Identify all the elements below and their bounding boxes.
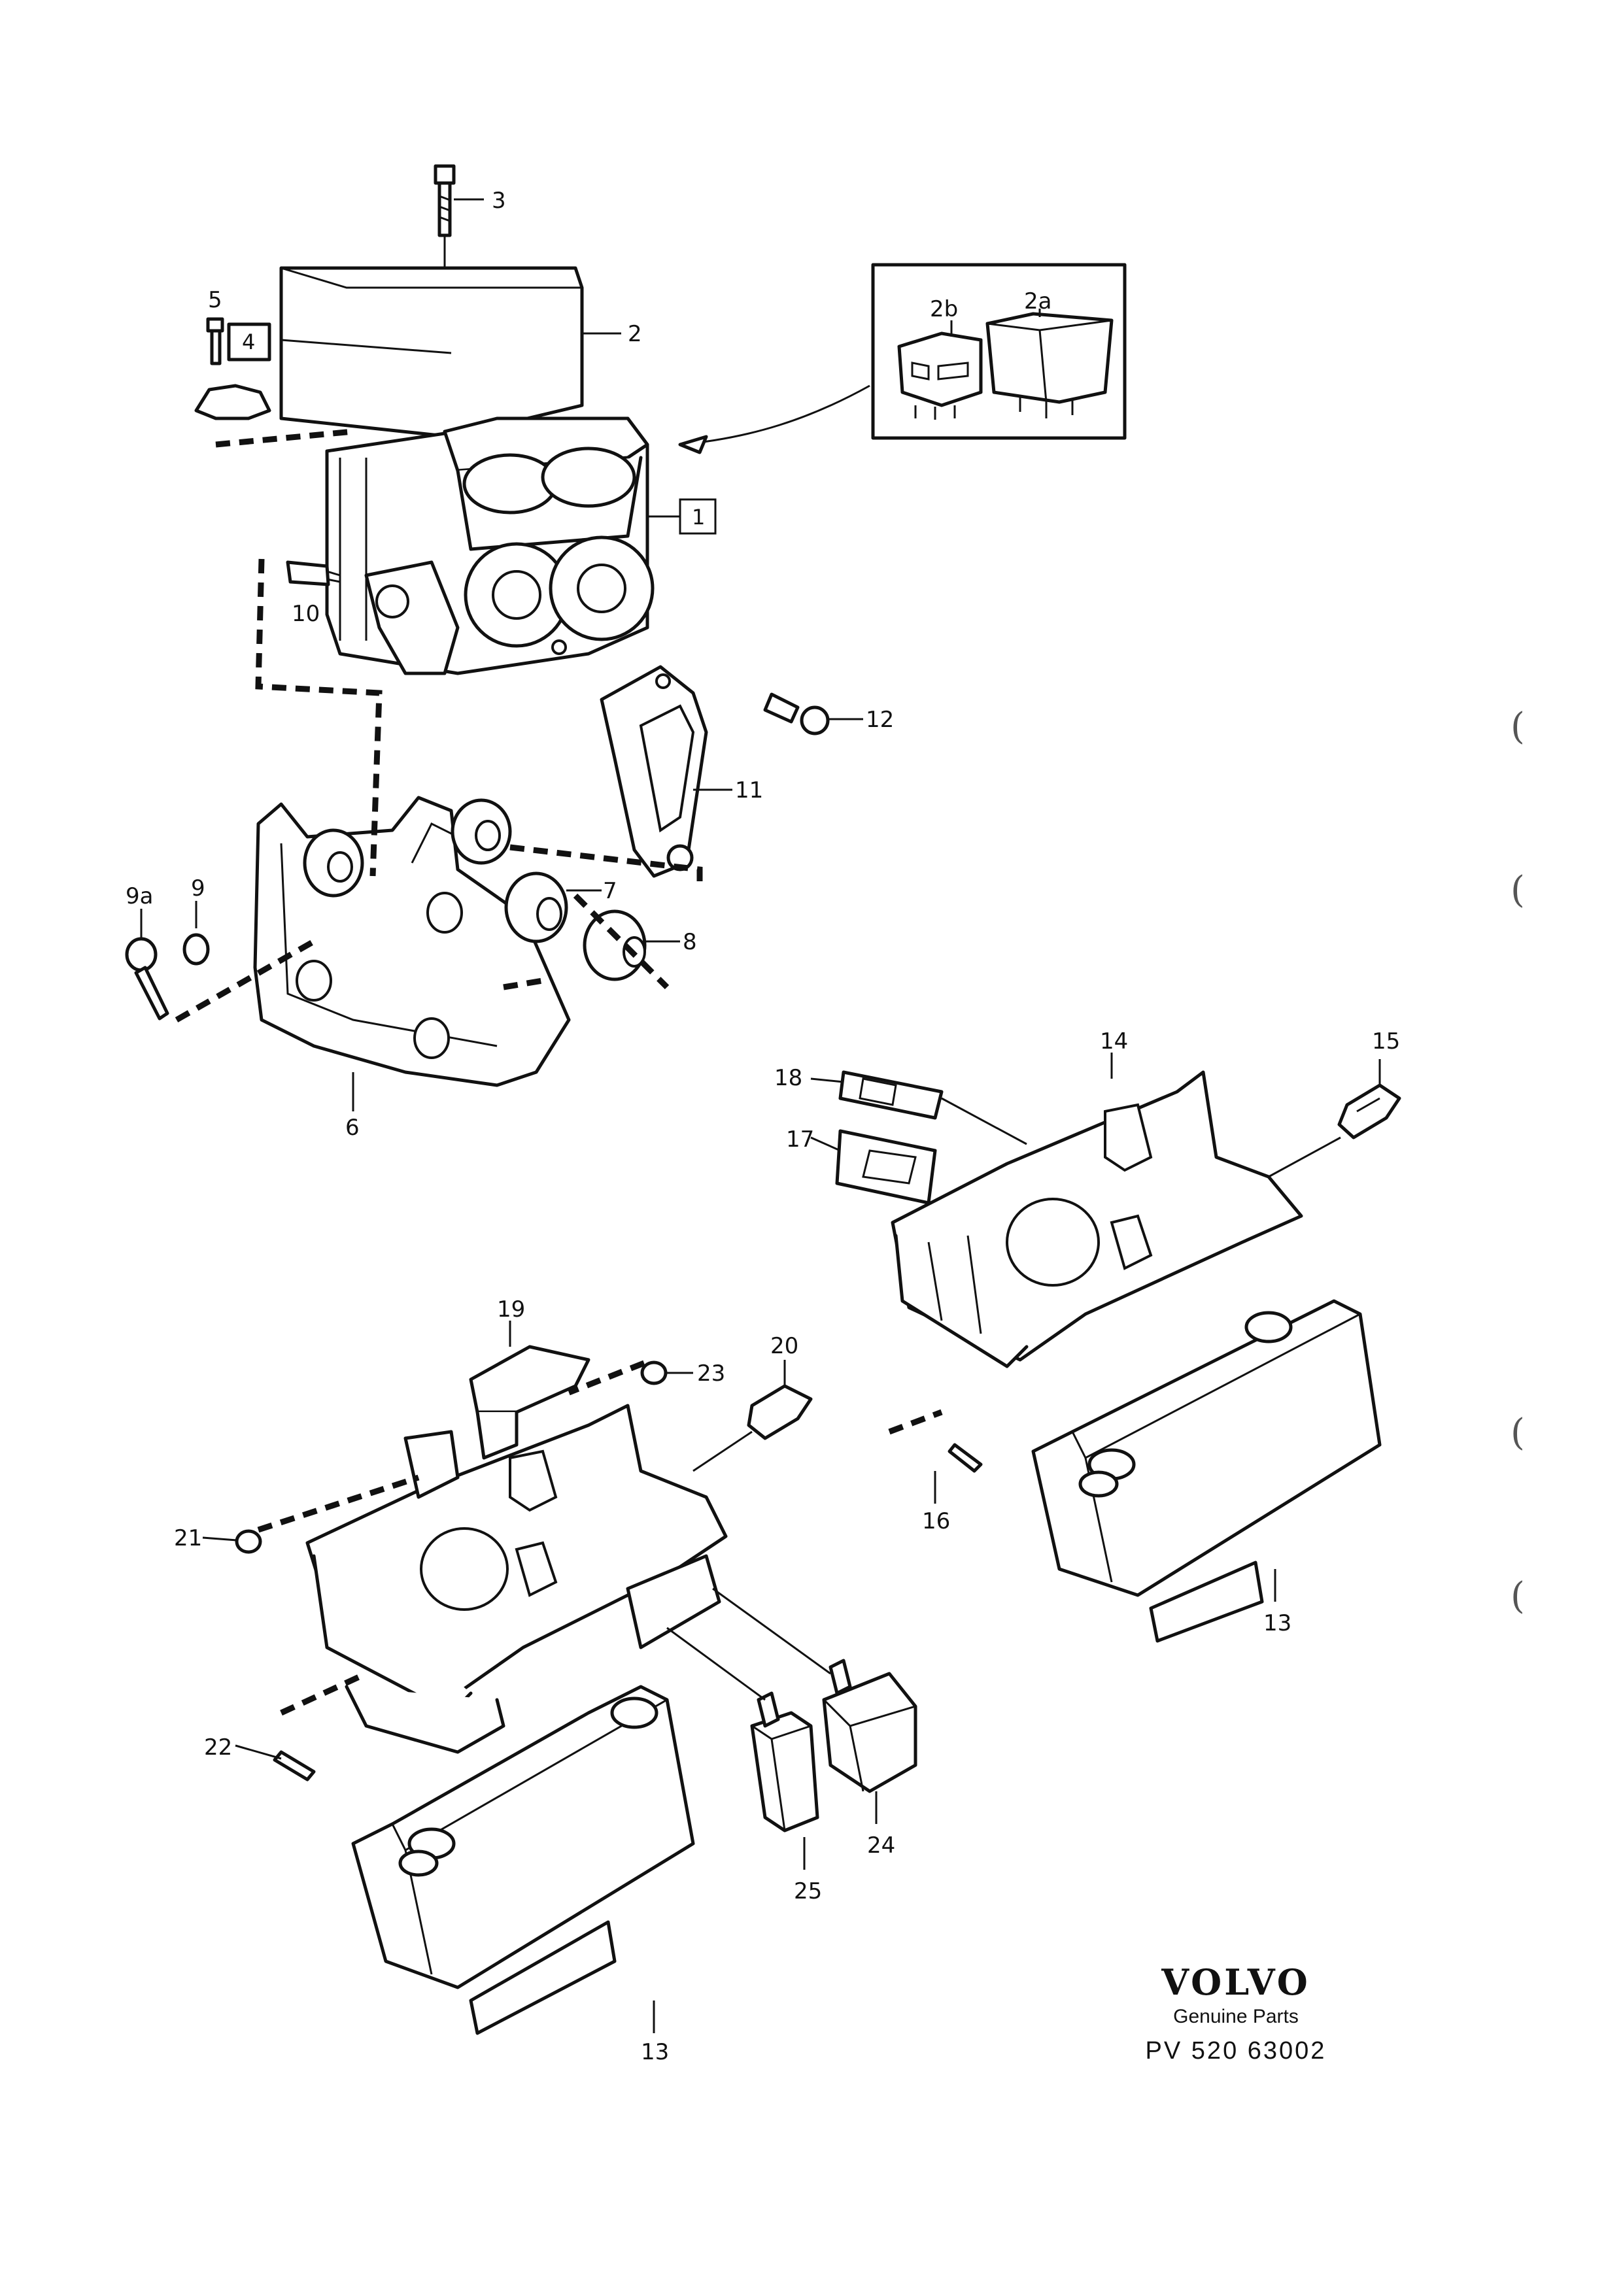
- diagram-code: PV 520 63002: [1145, 2037, 1327, 2065]
- relay-inset-box: [871, 263, 1127, 440]
- callout-22: 22: [204, 1734, 232, 1761]
- nut-part-23: [640, 1360, 693, 1385]
- plug-part-10: [286, 560, 341, 586]
- mounting-plate-part-19: [305, 1321, 728, 1754]
- callout-16: 16: [922, 1508, 950, 1534]
- callout-2a: 2a: [1024, 288, 1051, 314]
- callout-12: 12: [866, 707, 894, 733]
- callout-20: 20: [770, 1333, 798, 1359]
- callout-9a: 9a: [126, 883, 153, 909]
- fuse-part-18: [810, 1070, 944, 1120]
- callout-2b: 2b: [930, 296, 958, 322]
- genuine-parts-label: Genuine Parts: [1173, 2006, 1299, 2027]
- callout-5: 5: [208, 287, 222, 313]
- bush-part-8: [583, 909, 680, 981]
- callout-14: 14: [1100, 1028, 1128, 1055]
- margin-mark: (: [1511, 869, 1525, 911]
- bolt-part-12: [763, 692, 863, 735]
- clamp-part-4-5: [194, 317, 354, 448]
- callout-23: 23: [697, 1360, 725, 1387]
- callout-7: 7: [603, 878, 617, 904]
- screw-part-9a: [125, 909, 169, 1021]
- clip-part-20: [747, 1360, 813, 1440]
- callout-24: 24: [867, 1832, 895, 1859]
- relay-part-24: [822, 1659, 917, 1824]
- callout-3: 3: [492, 188, 506, 214]
- mounting-plate-part-14: [891, 1053, 1303, 1368]
- callout-21: 21: [174, 1525, 202, 1551]
- callout-18: 18: [774, 1065, 802, 1091]
- callout-13-right: 13: [1263, 1610, 1291, 1636]
- pin-part-22: [235, 1744, 316, 1781]
- callout-13-left: 13: [641, 2039, 669, 2065]
- callout-15: 15: [1372, 1028, 1400, 1055]
- control-unit-part-13-right: [1031, 1299, 1382, 1643]
- callout-17: 17: [786, 1126, 814, 1153]
- callout-25: 25: [794, 1878, 822, 1904]
- hydraulic-modulator-part-1: [325, 416, 680, 675]
- pin-part-16: [934, 1443, 983, 1504]
- bracket-part-11: [600, 665, 732, 878]
- bush-part-7: [504, 871, 602, 943]
- bolt-part-3: [434, 164, 484, 268]
- callout-9: 9: [191, 875, 205, 902]
- volvo-logo: VOLVO: [1161, 1961, 1310, 2003]
- margin-mark: (: [1511, 1411, 1525, 1454]
- callout-11: 11: [735, 777, 763, 803]
- clip-part-15: [1337, 1059, 1401, 1140]
- callout-4: 4: [242, 329, 255, 354]
- mounting-bracket-part-6: [253, 796, 571, 1111]
- callout-8: 8: [683, 929, 697, 955]
- control-unit-part-13-left: [351, 1685, 695, 2035]
- margin-mark: (: [1511, 705, 1525, 748]
- nut-part-21: [202, 1529, 262, 1554]
- callout-10: 10: [292, 601, 320, 627]
- callout-19: 19: [497, 1296, 525, 1323]
- callout-1: 1: [692, 505, 705, 530]
- nut-part-9: [182, 901, 210, 966]
- margin-mark: (: [1511, 1575, 1525, 1617]
- callout-1-box: [679, 498, 717, 535]
- volvo-brand-block: VOLVO Genuine Parts PV 520 63002: [1112, 1961, 1360, 2065]
- callout-2: 2: [628, 321, 642, 347]
- relay-part-25: [750, 1691, 819, 1870]
- relay-cover-part-2: [279, 266, 621, 439]
- fuse-part-17: [810, 1129, 937, 1205]
- callout-6: 6: [345, 1115, 360, 1141]
